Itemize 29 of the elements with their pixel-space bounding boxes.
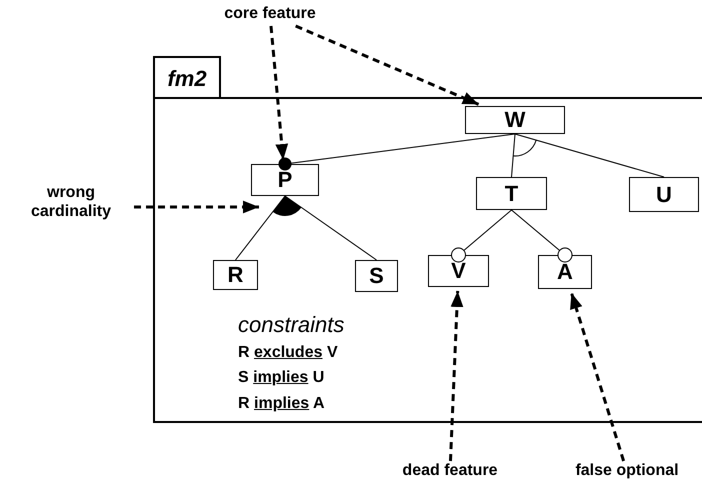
- tree-link: [511, 134, 516, 178]
- frame-title: fm2: [153, 56, 221, 99]
- leader-arrow: [448, 290, 464, 462]
- annotation-label: core feature: [205, 4, 335, 26]
- tree-link: [278, 134, 516, 170]
- annotation-label: dead feature: [385, 461, 515, 483]
- feature-box: P: [251, 164, 319, 196]
- tree-link: [514, 134, 664, 178]
- tree-link: [511, 210, 572, 262]
- feature-box: V: [428, 255, 489, 287]
- leader-arrow: [270, 26, 288, 160]
- feature-box: R: [213, 260, 258, 290]
- feature-box: T: [476, 177, 547, 210]
- feature-box: W: [465, 106, 565, 134]
- constraints-heading: constraints: [238, 312, 344, 338]
- leader-arrow: [570, 292, 626, 462]
- constraint-text: R implies A: [238, 395, 325, 413]
- feature-box: S: [355, 260, 398, 292]
- tree-link: [451, 210, 512, 262]
- annotation-label: wrong cardinality: [8, 183, 134, 231]
- leader-arrow: [295, 24, 480, 106]
- tree-link: [284, 196, 377, 260]
- annotation-label: false optional: [553, 461, 701, 483]
- leader-arrow: [134, 200, 259, 214]
- feature-box: A: [538, 255, 592, 289]
- feature-box: U: [629, 177, 699, 212]
- constraint-text: R excludes V: [238, 344, 338, 362]
- tree-link: [235, 196, 286, 260]
- constraint-text: S implies U: [238, 369, 324, 387]
